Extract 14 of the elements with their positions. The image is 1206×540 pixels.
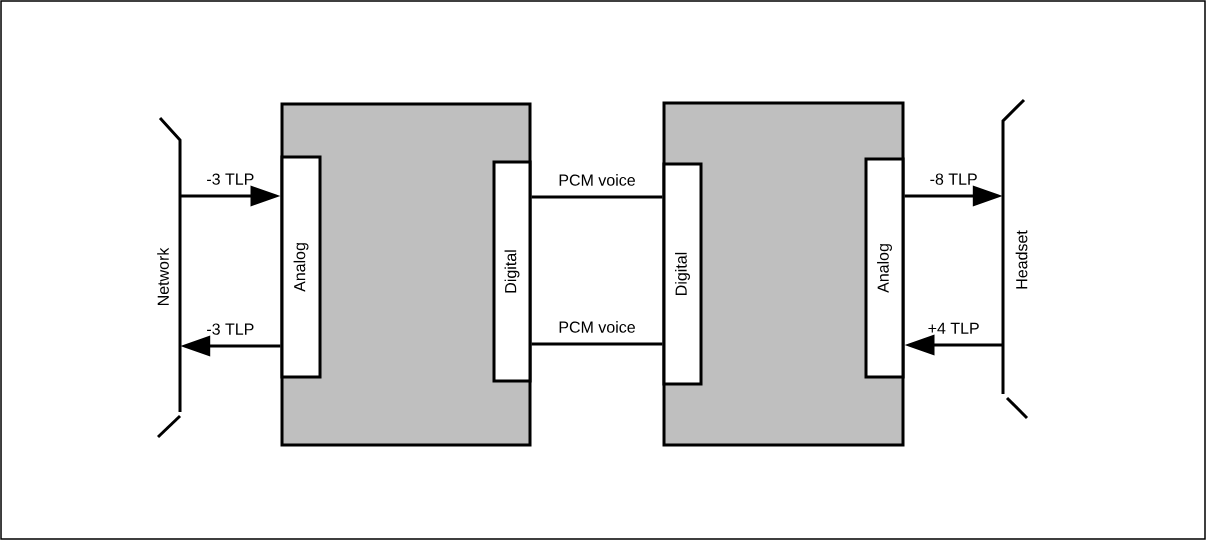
interface-box: Digital xyxy=(492,160,532,383)
edge-label: PCM voice xyxy=(559,174,635,186)
connector-line xyxy=(531,195,663,199)
bracket-terminal: Network xyxy=(156,117,182,439)
bracket-terminal: Headset xyxy=(1001,98,1029,420)
edge-label: +4 TLP xyxy=(928,322,979,334)
interface-box: Digital xyxy=(662,162,703,386)
edge-label: -8 TLP xyxy=(930,173,977,185)
interface-box: Analog xyxy=(864,157,905,379)
edge-label: -3 TLP xyxy=(207,323,254,335)
edge-label: PCM voice xyxy=(559,321,635,333)
edge-label: -3 TLP xyxy=(207,173,254,185)
connector-line xyxy=(531,342,663,346)
interface-box: Analog xyxy=(280,155,322,379)
